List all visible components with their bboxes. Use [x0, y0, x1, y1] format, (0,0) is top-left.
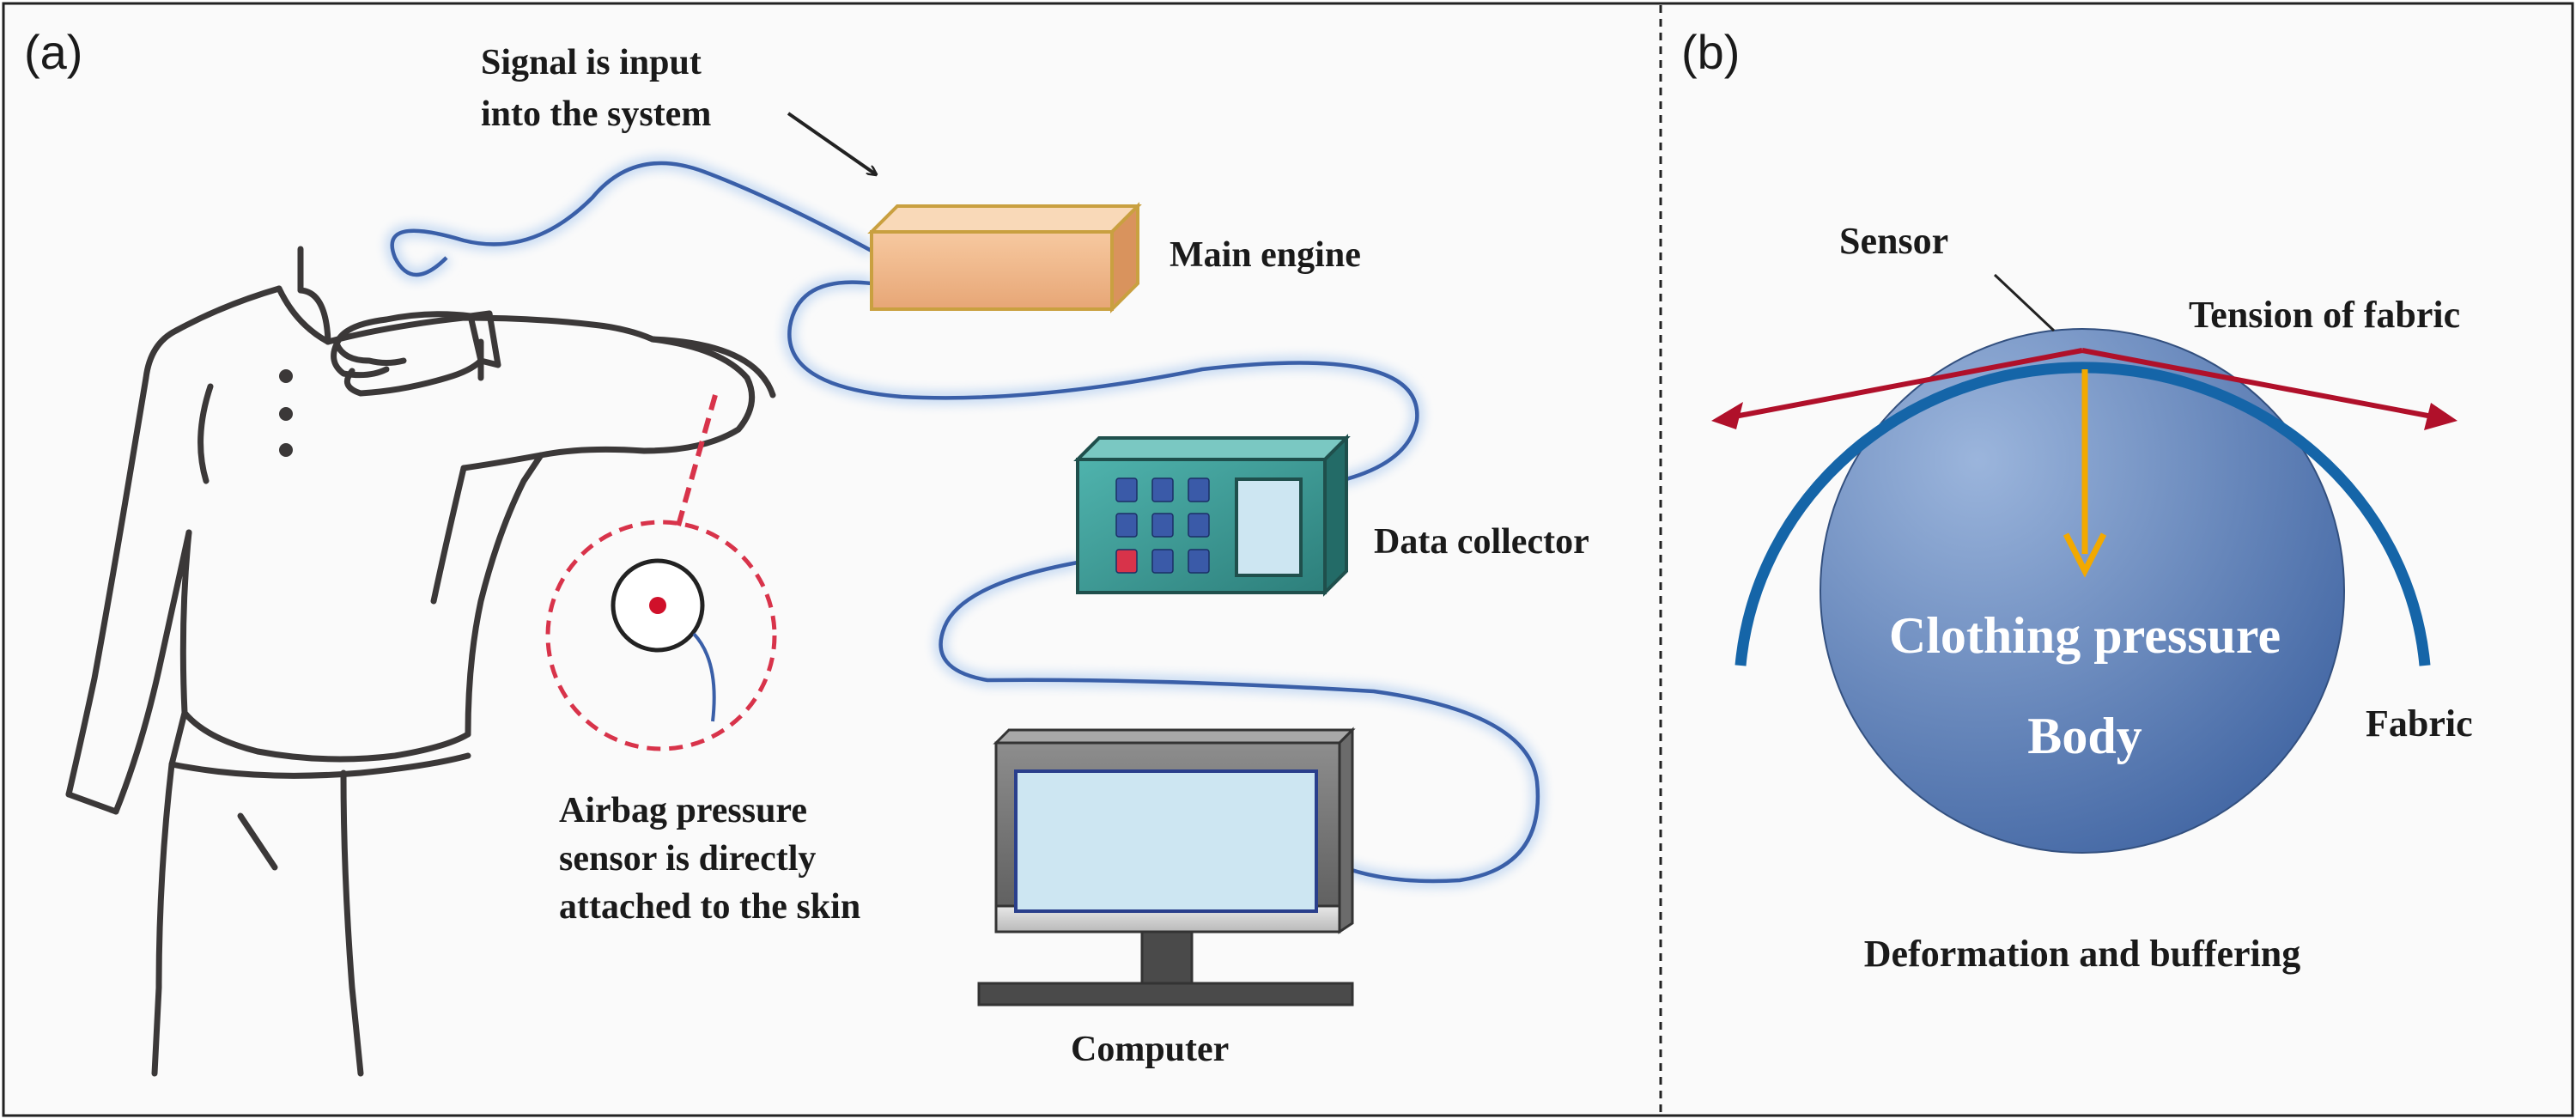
- collector-keypad: [1115, 477, 1210, 574]
- sensor-center-dot: [649, 597, 666, 614]
- clothing-pressure-arrow: [2063, 369, 2107, 578]
- body-label: Body: [2027, 708, 2142, 764]
- monitor-stand-base: [977, 982, 1354, 1006]
- sensor-wire: [692, 632, 716, 722]
- shirt-button: [279, 443, 293, 457]
- signal-arrow: [787, 112, 876, 174]
- shirt-button: [279, 369, 293, 383]
- tension-arrows: [1711, 348, 2458, 430]
- panel-a-label: (a): [24, 25, 82, 79]
- signal-text-line1: Signal is input: [481, 43, 702, 82]
- computer-monitor: [977, 727, 1356, 1006]
- main-engine-label: Main engine: [1170, 235, 1361, 275]
- airbag-text-line3: attached to the skin: [559, 887, 860, 927]
- fabric-label: Fabric: [2366, 702, 2473, 745]
- cables: [390, 161, 1540, 884]
- shirt-button: [279, 407, 293, 421]
- person-drawing: [65, 246, 776, 1077]
- tension-label: Tension of fabric: [2189, 294, 2460, 336]
- airbag-text-line1: Airbag pressure: [559, 791, 807, 830]
- clothing-pressure-label: Clothing pressure: [1889, 607, 2281, 664]
- airbag-text-line2: sensor is directly: [559, 839, 816, 879]
- main-engine-box: [867, 202, 1142, 313]
- deformation-label: Deformation and buffering: [1864, 933, 2300, 975]
- monitor-screen: [1014, 769, 1318, 913]
- collector-screen: [1235, 477, 1303, 577]
- panel-a-background: [3, 3, 1661, 1116]
- monitor-stand-neck: [1140, 930, 1194, 985]
- signal-text-line2: into the system: [481, 94, 711, 134]
- sensor-label: Sensor: [1839, 220, 1948, 262]
- data-collector-label: Data collector: [1374, 522, 1589, 562]
- data-collector-box: [1073, 434, 1351, 597]
- body-circle: [1820, 328, 2345, 854]
- sensor-pointer-line: [1993, 273, 2056, 332]
- fabric-arc: [1735, 362, 2431, 666]
- panel-b-label: (b): [1681, 25, 1740, 79]
- sensor-magnify-ring: [545, 520, 777, 751]
- computer-label: Computer: [1071, 1030, 1229, 1069]
